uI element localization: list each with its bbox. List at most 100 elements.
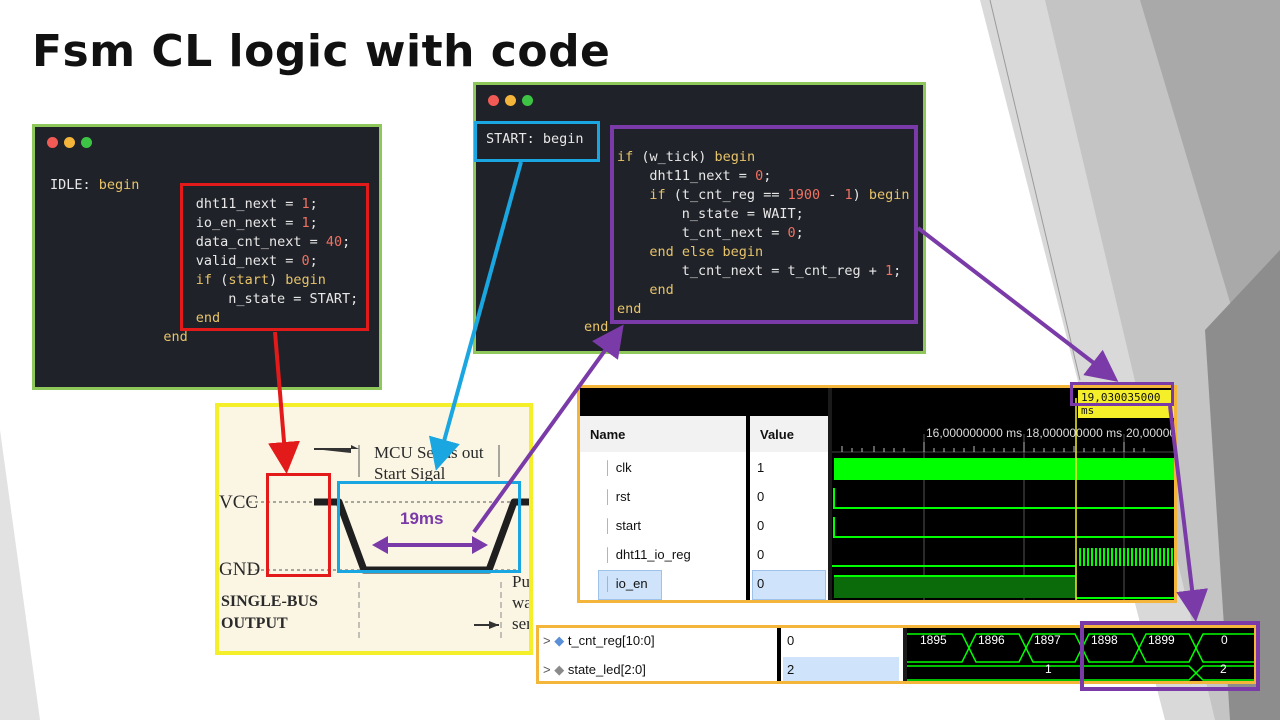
code-token: ) xyxy=(268,272,286,288)
counter-rollover-highlight-box xyxy=(1080,621,1260,691)
maximize-dot-icon xyxy=(81,137,92,148)
code-token: ; xyxy=(795,225,804,241)
code-token: end else begin xyxy=(649,244,764,260)
expand-chevron-icon[interactable]: > xyxy=(543,662,551,677)
code-line: io_en_next = 1; xyxy=(50,214,358,233)
code-token: begin xyxy=(98,177,140,193)
code-token: 0 xyxy=(755,168,764,184)
code-token: start xyxy=(228,272,269,288)
name-column-divider xyxy=(746,416,750,600)
code-line: n_state = START; xyxy=(50,290,358,309)
code-token: (t_cnt_reg == xyxy=(665,187,788,203)
signal-value: 0 xyxy=(757,489,765,504)
code-token: dht11_next = xyxy=(195,196,302,212)
code-token: valid_next = xyxy=(195,253,302,269)
code-token: ; xyxy=(309,196,318,212)
code-line: end xyxy=(50,328,358,347)
code-token: data_cnt_next = xyxy=(195,234,326,250)
idle-highlight-box xyxy=(180,183,369,331)
bus-value-state-led: 2 xyxy=(787,662,795,677)
selected-row[interactable] xyxy=(598,570,662,600)
code-token: ( xyxy=(212,272,229,288)
signal-label: clk xyxy=(612,460,632,475)
code-token: begin xyxy=(714,149,756,165)
code-token: begin xyxy=(285,272,326,288)
code-line: IDLE: begin xyxy=(50,176,358,195)
selected-value[interactable] xyxy=(752,570,826,600)
code-token: dht11_next = xyxy=(649,168,756,184)
start-label-highlight-box xyxy=(474,121,600,162)
bus-value-divider xyxy=(903,628,907,681)
mcu-label: MCU Sends out xyxy=(374,443,484,462)
code-token: end xyxy=(195,310,221,326)
code-token: n_state = WAIT; xyxy=(681,206,804,222)
code-token: end xyxy=(649,282,674,298)
output-label: OUTPUT xyxy=(221,615,288,632)
code-line: dht11_next = 1; xyxy=(50,195,358,214)
signal-name-rst[interactable]: │ rst xyxy=(604,489,630,504)
state-value-1: 1 xyxy=(1045,662,1052,676)
code-token: begin xyxy=(868,187,910,203)
bus-signal-t-cnt-reg[interactable]: > ◆ t_cnt_reg[10:0] xyxy=(543,633,655,648)
t-cnt-value: 1896 xyxy=(978,633,1005,647)
code-token: ) xyxy=(852,187,869,203)
value-column-header[interactable]: Value xyxy=(750,416,828,452)
cut-text-3: ser xyxy=(512,614,532,633)
start-body-highlight-box xyxy=(610,125,918,324)
code-line: if (start) begin xyxy=(50,271,358,290)
signal-value: 0 xyxy=(757,518,765,533)
time-tick-20ms: 20,00000 xyxy=(1126,426,1177,440)
code-token: ; xyxy=(893,263,902,279)
expand-chevron-icon[interactable]: > xyxy=(543,633,551,648)
simulation-waveform: Name Value │ clk 1 │ rst 0 │ start 0 │ dht11_i… xyxy=(577,385,1177,603)
signal-name-clk[interactable]: │ clk xyxy=(604,460,632,475)
window-controls xyxy=(488,95,533,106)
code-token: ; xyxy=(342,234,351,250)
signal-label: rst xyxy=(612,489,631,504)
code-line: data_cnt_next = 40; xyxy=(50,233,358,252)
code-line: end xyxy=(617,300,910,319)
cut-text-2: wa xyxy=(512,593,532,612)
bus-signal-state-led[interactable]: > ◆ state_led[2:0] xyxy=(543,662,646,677)
maximize-dot-icon xyxy=(522,95,533,106)
cursor-highlight-box xyxy=(1070,382,1174,406)
signal-value-io-en: 0 xyxy=(757,576,765,591)
bus-selected-value[interactable] xyxy=(783,657,899,681)
close-dot-icon xyxy=(488,95,499,106)
single-bus-label: SINGLE-BUS xyxy=(221,593,318,610)
bus-icon: ◆ xyxy=(554,662,565,677)
start-state-label: START: begin xyxy=(486,131,584,147)
signal-name-dht11-io-reg[interactable]: │ dht11_io_reg xyxy=(604,547,691,562)
code-line: t_cnt_next = 0; xyxy=(617,224,910,243)
signal-name-start[interactable]: │ start xyxy=(604,518,641,533)
name-column-header[interactable]: Name xyxy=(580,416,746,452)
vcc-high-highlight-box xyxy=(266,473,331,577)
t-cnt-value: 1899 xyxy=(1148,633,1175,647)
window-controls xyxy=(47,137,92,148)
t-cnt-value: 1897 xyxy=(1034,633,1061,647)
code-token: 1900 xyxy=(787,187,821,203)
code-token: 0 xyxy=(787,225,796,241)
signal-icon: │ xyxy=(604,547,613,562)
waveform-canvas xyxy=(832,398,1174,600)
signal-value: 1 xyxy=(757,460,765,475)
code-token: 1 xyxy=(885,263,894,279)
code-token: ; xyxy=(309,253,318,269)
bus-waveform-canvas xyxy=(907,633,1254,681)
t-cnt-value: 1895 xyxy=(920,633,947,647)
code-line: t_cnt_next = t_cnt_reg + 1; xyxy=(617,262,910,281)
code-token: end xyxy=(617,301,642,317)
code-token: io_en_next = xyxy=(195,215,302,231)
minimize-dot-icon xyxy=(64,137,75,148)
code-token: if xyxy=(617,149,634,165)
signal-name-io-en[interactable]: │ io_en xyxy=(604,576,648,591)
duration-arrow-icon xyxy=(372,536,488,554)
value-column-divider xyxy=(828,388,832,600)
close-dot-icon xyxy=(47,137,58,148)
code-token: 1 xyxy=(301,196,310,212)
code-token: 40 xyxy=(325,234,343,250)
slide-title: Fsm CL logic with code xyxy=(32,26,611,77)
